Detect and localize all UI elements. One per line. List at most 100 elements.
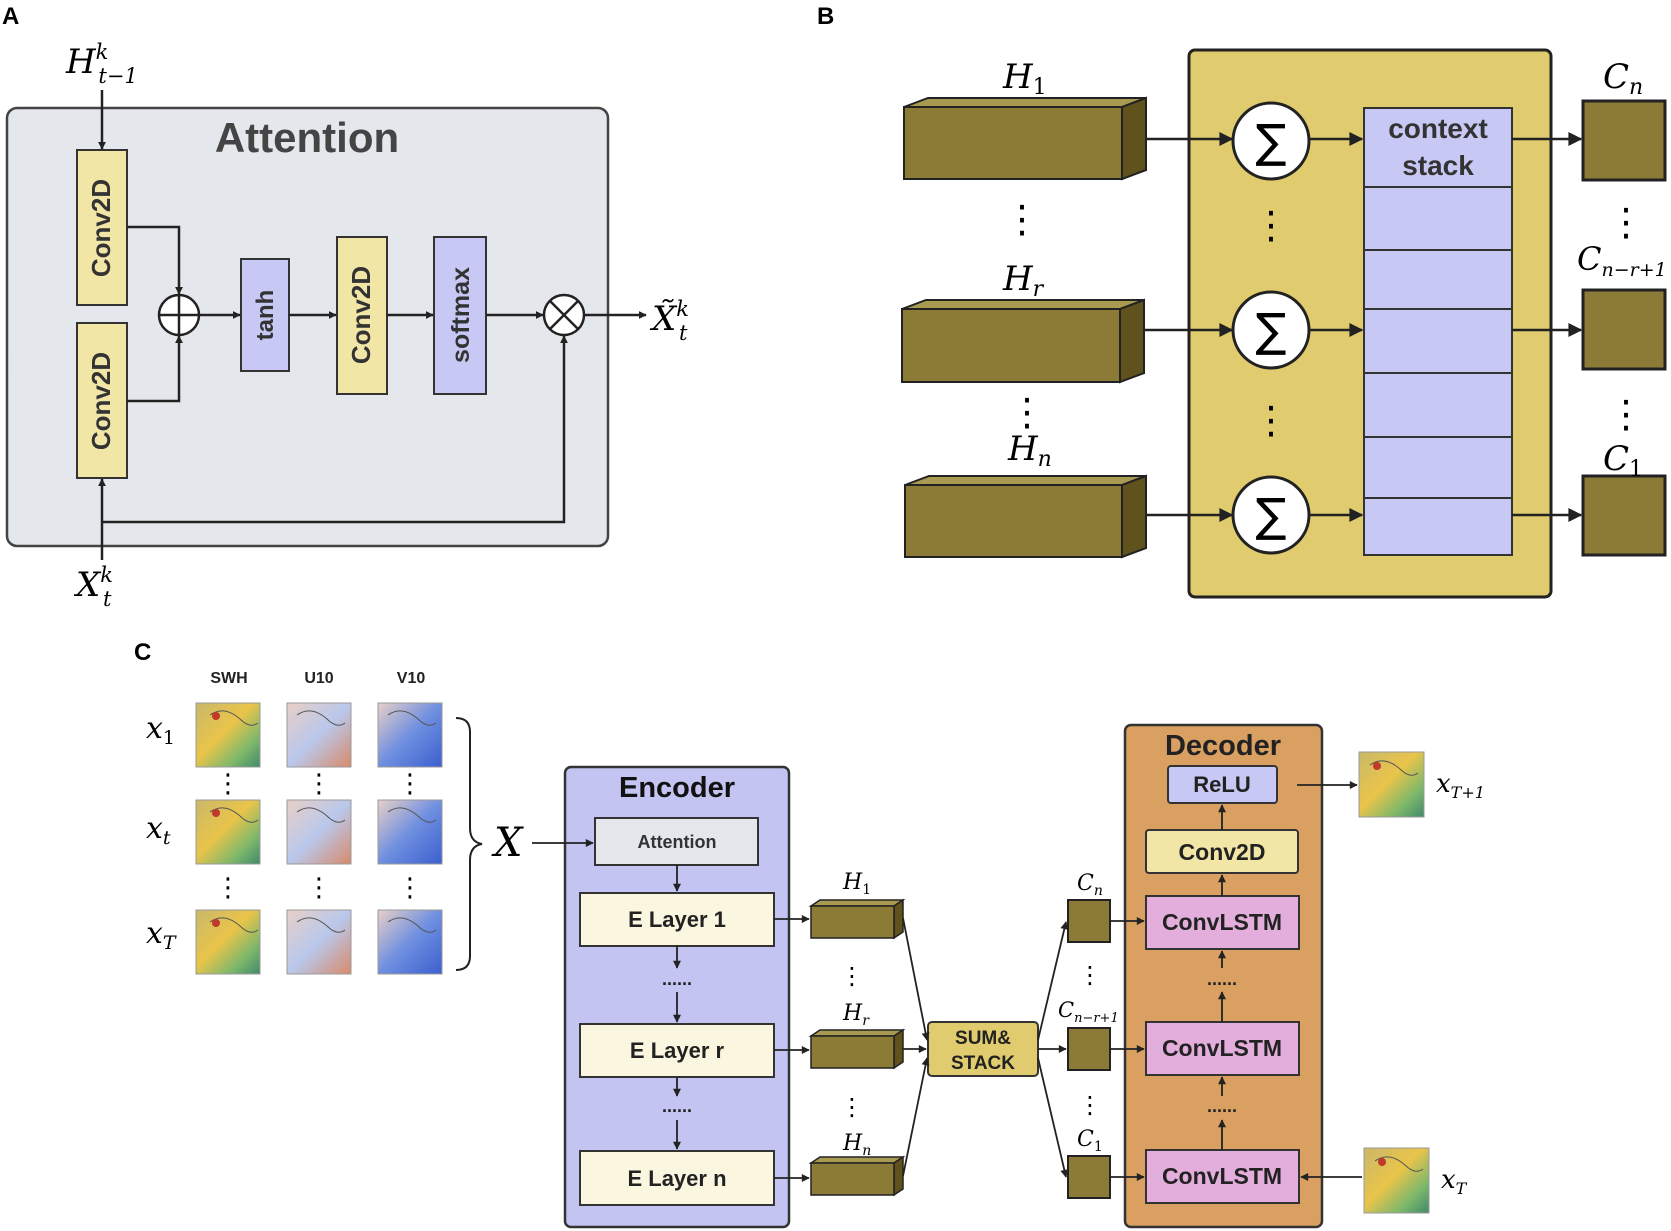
relu-box: [1167, 765, 1278, 804]
context-stack-label-2: stack: [1402, 150, 1474, 181]
svg-text:⋮: ⋮: [306, 769, 332, 799]
c-hn-block: [808, 1155, 906, 1197]
c-cnr-label: Cn−r+1: [1058, 998, 1119, 1026]
panel-b-letter: B: [817, 3, 834, 30]
tanh-label: tanh: [252, 290, 279, 341]
b-ellipsis-sigma-2: ⋮: [1252, 398, 1290, 442]
e-layer-r-box: [579, 1023, 775, 1078]
col-header-u10: U10: [304, 670, 333, 687]
encoder-title: Encoder: [619, 772, 735, 804]
panel-a-letter: A: [2, 3, 19, 30]
svg-text:∑: ∑: [1256, 114, 1287, 168]
output-map-thumb: [1358, 751, 1425, 818]
hr-block: [901, 298, 1145, 384]
h1-label: H1: [1002, 57, 1047, 100]
map-thumb-u10-1: [286, 702, 352, 768]
c1-box: [1581, 474, 1667, 557]
e-layer-r-label: E Layer r: [630, 1038, 725, 1063]
decoder-dots-2: ......: [1207, 1096, 1237, 1116]
c-h-ellipsis-2: ⋮: [840, 1093, 864, 1121]
c-c1-label: C1: [1077, 1127, 1103, 1155]
conv2d-bottom-label: Conv2D: [86, 352, 116, 450]
cn-box: [1581, 99, 1667, 182]
attention-box: [594, 817, 759, 866]
input-map-thumb: [1363, 1147, 1430, 1214]
panel-b: B H1 Hr Hn ⋮ ⋮ ∑: [817, 3, 1667, 599]
cnr-label: Cn−r+1: [1577, 240, 1667, 281]
panel-c-arrows: [532, 781, 1362, 1182]
curly-brace-icon: [455, 717, 483, 971]
col-header-v10: V10: [397, 670, 426, 687]
input-xT-label: xT: [1441, 1165, 1468, 1198]
hr-label: Hr: [1002, 259, 1045, 302]
b-ellipsis-h-2: ⋮: [1008, 390, 1046, 434]
c-hr-label: Hr: [842, 1001, 870, 1029]
sum-stack-label-2: STACK: [951, 1053, 1015, 1074]
svg-text:⋮: ⋮: [397, 769, 423, 799]
h1-block: [903, 96, 1147, 181]
output-xT1-label: xT+1: [1436, 769, 1485, 802]
c-c-ellipsis-1: ⋮: [1078, 961, 1102, 989]
conv2d-top-box: [76, 149, 128, 306]
hn-block: [904, 474, 1147, 559]
grid-ellipses: ⋮ ⋮ ⋮ ⋮ ⋮ ⋮: [215, 769, 423, 903]
c-cnr-box: [1067, 1027, 1111, 1071]
softmax-box: [433, 236, 487, 395]
conv2d-top-label: Conv2D: [86, 179, 116, 277]
c-h1-label: H1: [842, 870, 871, 898]
tanh-box: [240, 258, 290, 372]
attention-title: Attention: [215, 114, 399, 161]
map-thumb-u10-t: [286, 799, 352, 865]
e-layer-1-box: [579, 892, 775, 947]
b-ellipsis-sigma-1: ⋮: [1252, 203, 1290, 247]
convlstm-mid-box: [1145, 1021, 1300, 1076]
c-hr-block: [808, 1028, 906, 1070]
panel-c-letter: C: [134, 639, 151, 666]
svg-text:⋮: ⋮: [215, 873, 241, 903]
e-layer-n-label: E Layer n: [627, 1166, 726, 1191]
b-ellipsis-c-2: ⋮: [1607, 392, 1645, 436]
encoder-dots-2: ......: [662, 1096, 692, 1116]
decoder-title: Decoder: [1165, 730, 1281, 762]
convlstm-top-label: ConvLSTM: [1162, 909, 1282, 935]
svg-text:⋮: ⋮: [215, 769, 241, 799]
convlstm-bottom-label: ConvLSTM: [1162, 1163, 1282, 1189]
sigma-circle-1: ∑: [1231, 101, 1311, 181]
svg-text:∑: ∑: [1256, 488, 1287, 542]
c-c-ellipsis-2: ⋮: [1078, 1091, 1102, 1119]
sigma-circle-3: ∑: [1231, 475, 1311, 555]
e-layer-1-label: E Layer 1: [628, 907, 726, 932]
oplus-icon: [157, 293, 201, 337]
row-label-xt: xt: [146, 811, 171, 849]
attention-panel: [5, 106, 610, 548]
decoder-conv2d-label: Conv2D: [1179, 839, 1266, 865]
b-ellipsis-h-1: ⋮: [1003, 197, 1041, 241]
row-label-xT: xT: [146, 916, 177, 954]
map-thumb-u10-T: [286, 909, 352, 975]
x-input-label: X: [491, 820, 524, 866]
c1-label: C1: [1603, 439, 1643, 482]
context-stack-label-1: context: [1388, 113, 1488, 144]
hn-label: Hn: [1007, 429, 1052, 472]
c-h-ellipsis-1: ⋮: [840, 962, 864, 990]
svg-text:⋮: ⋮: [397, 873, 423, 903]
convlstm-mid-label: ConvLSTM: [1162, 1035, 1282, 1061]
panel-a-arrows: [98, 90, 647, 560]
map-thumb-swh-t: [195, 799, 261, 865]
encoder-dots-1: ......: [662, 969, 692, 989]
sigma-circle-2: ∑: [1231, 290, 1311, 370]
panel-c: C SWH U10 V10 x1 xt xT ⋮ ⋮ ⋮ ⋮ ⋮ ⋮: [134, 639, 1485, 1229]
svg-text:∑: ∑: [1256, 303, 1287, 357]
context-stack: [1363, 107, 1513, 556]
map-thumb-swh-T: [195, 909, 261, 975]
c-cn-label: Cn: [1077, 871, 1103, 899]
softmax-label: softmax: [447, 267, 475, 363]
map-thumb-swh-1: [195, 702, 261, 768]
c-hn-label: Hn: [842, 1131, 871, 1159]
thumbnail-grid: [195, 702, 443, 975]
otimes-icon: [542, 293, 586, 337]
